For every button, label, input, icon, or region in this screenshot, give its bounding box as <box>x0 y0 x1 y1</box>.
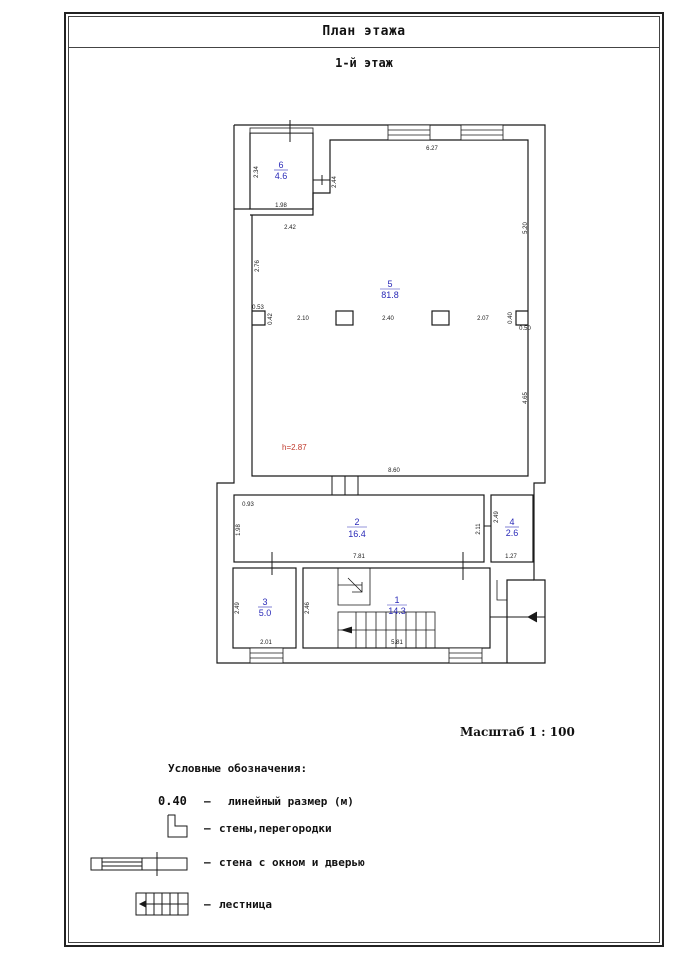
room-area: 5.0 <box>259 608 272 618</box>
plan-title: План этажа <box>322 24 406 39</box>
wall-nook <box>252 310 266 326</box>
outer-wall <box>216 124 546 664</box>
wall-nook <box>515 310 528 326</box>
room-area: 4.6 <box>275 171 288 181</box>
window <box>249 647 284 664</box>
stair-symbol <box>135 892 189 916</box>
window-door-symbol <box>90 852 188 876</box>
room5-wall <box>250 139 529 477</box>
dimension: 5.20 <box>523 222 529 234</box>
room2-wall <box>233 494 485 563</box>
dimension: 1.98 <box>236 524 242 536</box>
title-bar: План этажа <box>68 16 660 48</box>
staircase <box>337 568 538 649</box>
dimension: 2.46 <box>305 602 311 614</box>
dimension: 2.07 <box>477 316 489 322</box>
room-number: 5 <box>387 279 392 289</box>
room-number: 4 <box>509 517 514 527</box>
dimension: 4.65 <box>523 392 529 404</box>
dimension: 2.10 <box>297 316 309 322</box>
legend-sample-value: 0.40 <box>158 794 187 808</box>
room-area: 16.4 <box>348 529 366 539</box>
legend-dash: – <box>204 856 211 869</box>
room-area: 14.3 <box>388 606 406 616</box>
floor-label: 1-й этаж <box>335 56 393 70</box>
dimension: 2.49 <box>494 511 500 523</box>
room-number: 3 <box>262 597 267 607</box>
window <box>387 124 431 141</box>
legend-item-dimension: линейный размер (м) <box>228 795 354 808</box>
dimension: 2.49 <box>235 602 241 614</box>
vestibule-wall <box>506 579 534 663</box>
dimension: 0.42 <box>268 313 274 325</box>
sheet-outer-border <box>64 12 664 947</box>
dimension: 2.42 <box>284 225 296 231</box>
dimension: 2.76 <box>255 260 261 272</box>
dimension: 2.44 <box>332 176 338 188</box>
dimension: 7.81 <box>353 554 365 560</box>
dimension: 2.01 <box>260 640 272 646</box>
dimension: 0.93 <box>242 502 254 508</box>
sheet-inner-border <box>68 16 660 943</box>
dimension: 2.34 <box>254 166 260 178</box>
ceiling-height: h=2.87 <box>282 443 307 452</box>
legend-dash: – <box>204 795 211 808</box>
room-number: 1 <box>394 595 399 605</box>
column <box>335 310 354 326</box>
legend-item-walls: стены,перегородки <box>219 822 332 835</box>
window <box>460 124 504 141</box>
legend-title: Условные обозначения: <box>168 762 308 775</box>
dimension: 1.98 <box>275 203 287 209</box>
window <box>249 127 314 134</box>
scale-label: Масштаб 1 : 100 <box>460 725 575 739</box>
dimension: 8.60 <box>388 468 400 474</box>
room-area: 2.6 <box>506 528 519 538</box>
dimension: 1.27 <box>505 554 517 560</box>
dimension: 5.81 <box>391 640 403 646</box>
dimension: 0.50 <box>519 326 531 332</box>
legend-dash: – <box>204 898 211 911</box>
wall-symbol <box>167 814 188 838</box>
room4-wall <box>490 494 534 563</box>
dimension: 0.53 <box>252 305 264 311</box>
dimension: 0.40 <box>508 312 514 324</box>
legend-item-window-door: стена с окном и дверью <box>219 856 365 869</box>
dimension: 6.27 <box>426 146 438 152</box>
dimension: 2.40 <box>382 316 394 322</box>
dimension: 2.11 <box>476 523 482 535</box>
room-area: 81.8 <box>381 290 399 300</box>
legend-item-stairs: лестница <box>219 898 272 911</box>
legend-dash: – <box>204 822 211 835</box>
room-number: 2 <box>354 517 359 527</box>
room-number: 6 <box>278 160 283 170</box>
column <box>431 310 450 326</box>
window <box>448 647 483 664</box>
